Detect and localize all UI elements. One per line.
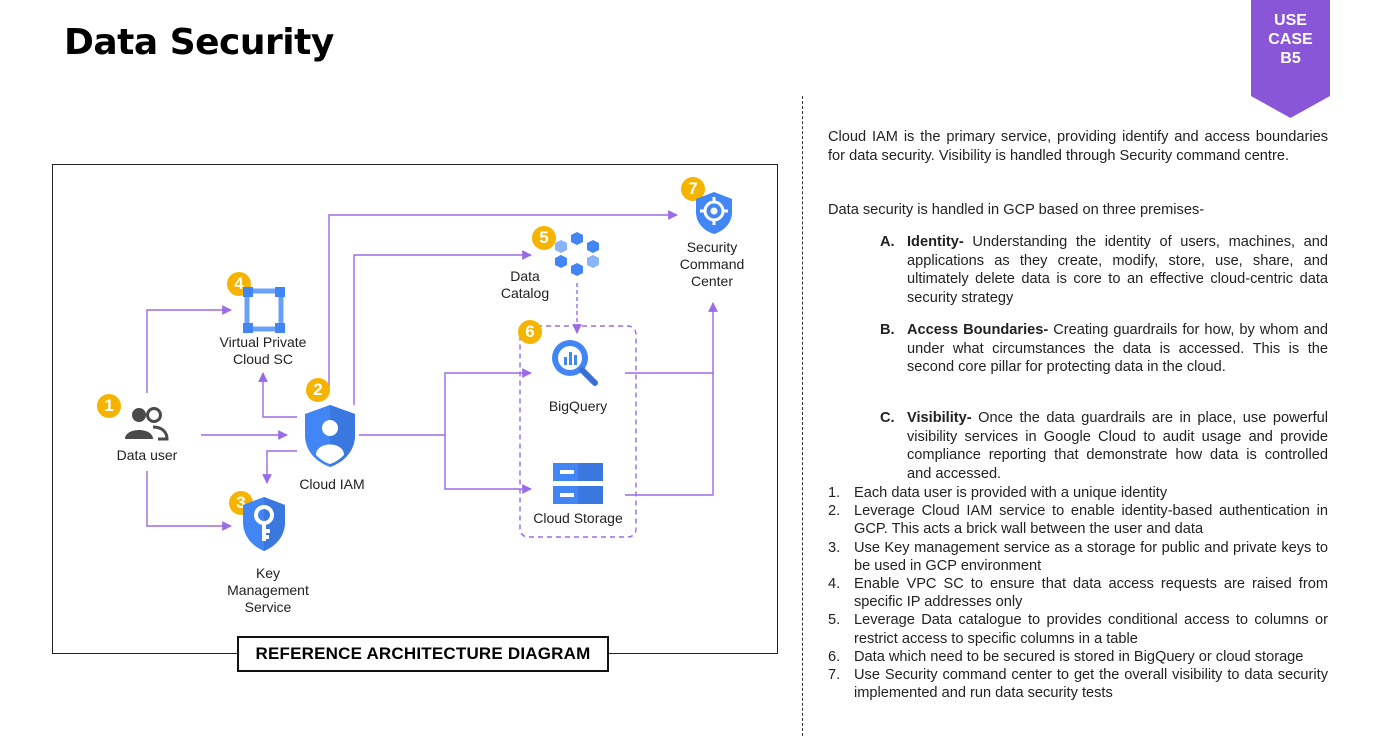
step-item: 3. Use Key management service as a storag… <box>828 539 1328 575</box>
connector-iam-to-cloud-storage <box>444 435 532 494</box>
step-text: Use Key management service as a storage … <box>854 539 1328 574</box>
diagram-connectors <box>146 210 718 538</box>
shield-person-icon <box>303 403 357 474</box>
premise-text: Understanding the identity of users, mac… <box>907 234 1328 306</box>
storage-group-box <box>519 325 637 538</box>
intro-paragraph: Cloud IAM is the primary service, provid… <box>828 129 1328 164</box>
page-title: Data Security <box>64 22 334 63</box>
badge-line-3: B5 <box>1280 50 1301 67</box>
data-catalog-label-line-1: Data <box>510 268 540 284</box>
data-catalog-label: Data Catalog <box>487 268 563 302</box>
step-text: Data which need to be secured is stored … <box>854 648 1304 665</box>
scc-label-line-2: Command <box>679 256 745 272</box>
bigquery-label: BigQuery <box>548 398 608 414</box>
vpc-sc-label: Virtual Private Cloud SC <box>203 334 323 368</box>
step-number-5: 5 <box>532 226 556 250</box>
data-user-label: Data user <box>116 447 178 463</box>
premise-keyword: Access Boundaries- <box>907 322 1049 338</box>
step-item: 4. Enable VPC SC to ensure that data acce… <box>828 575 1328 611</box>
kms-label-line-1: Key <box>255 565 281 581</box>
architecture-diagram: 1 Data user 2 Cloud IAM 3 Key Management <box>52 164 778 654</box>
step-number: 5. <box>828 612 841 629</box>
step-number: 4. <box>828 576 841 593</box>
step-number-6: 6 <box>518 320 542 344</box>
kms-label: Key Management Service <box>213 565 323 616</box>
premise-identity: A. Identity- Understanding the identity … <box>880 233 1328 307</box>
badge-line-1: USE <box>1274 12 1307 29</box>
connector-iam-to-catalog <box>353 250 532 405</box>
scc-label-line-1: Security <box>686 239 738 255</box>
step-number: 7. <box>828 667 841 684</box>
step-item: 2. Leverage Cloud IAM service to enable i… <box>828 502 1328 538</box>
connector-iam-to-scc <box>328 210 678 393</box>
step-text: Leverage Cloud IAM service to enable ide… <box>854 503 1328 538</box>
use-case-badge: USE CASE B5 <box>1251 0 1330 118</box>
connector-bigquery-to-scc <box>625 302 718 374</box>
vpc-icon <box>243 287 285 338</box>
premise-keyword: Identity- <box>907 234 964 250</box>
premise-keyword: Visibility- <box>907 410 972 426</box>
connector-iam-to-storage-group <box>359 368 532 436</box>
step-number: 2. <box>828 503 841 520</box>
key-icon <box>241 495 287 558</box>
premise-text: Creating guardrails for how, by whom and… <box>907 322 1328 375</box>
kms-label-line-2: Management <box>227 582 309 598</box>
step-item: 5. Leverage Data catalogue to provides co… <box>828 611 1328 647</box>
scc-label-line-3: Center <box>690 273 734 289</box>
data-catalog-icon <box>553 231 601 282</box>
step-text: Use Security command center to get the o… <box>854 667 1328 702</box>
kms-label-line-3: Service <box>244 599 292 615</box>
premise-letter: C. <box>880 410 895 426</box>
connector-iam-to-kms <box>262 450 297 484</box>
step-text: Each data user is provided with a unique… <box>854 485 1168 501</box>
data-catalog-label-line-2: Catalog <box>500 285 550 301</box>
numbered-steps: 1. Each data user is provided with a uniq… <box>828 484 1328 702</box>
step-number-7: 7 <box>681 177 705 201</box>
step-item: 7. Use Security command center to get the… <box>828 666 1328 702</box>
step-number-2: 2 <box>306 378 330 402</box>
step-number: 3. <box>828 539 841 556</box>
badge-line-2: CASE <box>1268 31 1313 48</box>
step-text: Enable VPC SC to ensure that data access… <box>854 576 1328 611</box>
step-item: 6. Data which need to be secured is store… <box>828 648 1328 666</box>
cloud-iam-label: Cloud IAM <box>299 476 365 492</box>
premise-letter: A. <box>880 234 895 250</box>
security-command-center-icon <box>695 191 733 240</box>
connector-user-to-kms <box>146 471 232 531</box>
vpc-sc-label-line-1: Virtual Private <box>219 334 307 350</box>
premise-visibility: C. Visibility- Once the data guardrails … <box>880 409 1328 483</box>
connector-iam-to-vpc <box>258 372 297 418</box>
premise-access-boundaries: B. Access Boundaries- Creating guardrail… <box>880 321 1328 377</box>
connector-storage-to-scc <box>625 373 714 496</box>
step-item: 1. Each data user is provided with a uniq… <box>828 484 1328 502</box>
column-divider <box>802 96 803 736</box>
premise-text: Once the data guardrails are in place, u… <box>907 410 1328 482</box>
diagram-caption: REFERENCE ARCHITECTURE DIAGRAM <box>237 636 609 672</box>
badge-shape <box>1251 0 1330 118</box>
step-number-1: 1 <box>97 394 121 418</box>
step-text: Leverage Data catalogue to provides cond… <box>854 612 1328 647</box>
premises-intro: Data security is handled in GCP based on… <box>828 202 1205 218</box>
cloud-storage-label: Cloud Storage <box>533 510 623 526</box>
bigquery-icon <box>549 337 599 392</box>
connector-user-to-vpc <box>146 305 232 393</box>
scc-label: Security Command Center <box>665 239 759 290</box>
step-number: 6. <box>828 648 841 665</box>
vpc-sc-label-line-2: Cloud SC <box>233 351 293 367</box>
users-icon <box>123 405 169 446</box>
cloud-storage-icon <box>553 463 603 510</box>
premise-letter: B. <box>880 322 895 338</box>
step-number: 1. <box>828 485 841 501</box>
